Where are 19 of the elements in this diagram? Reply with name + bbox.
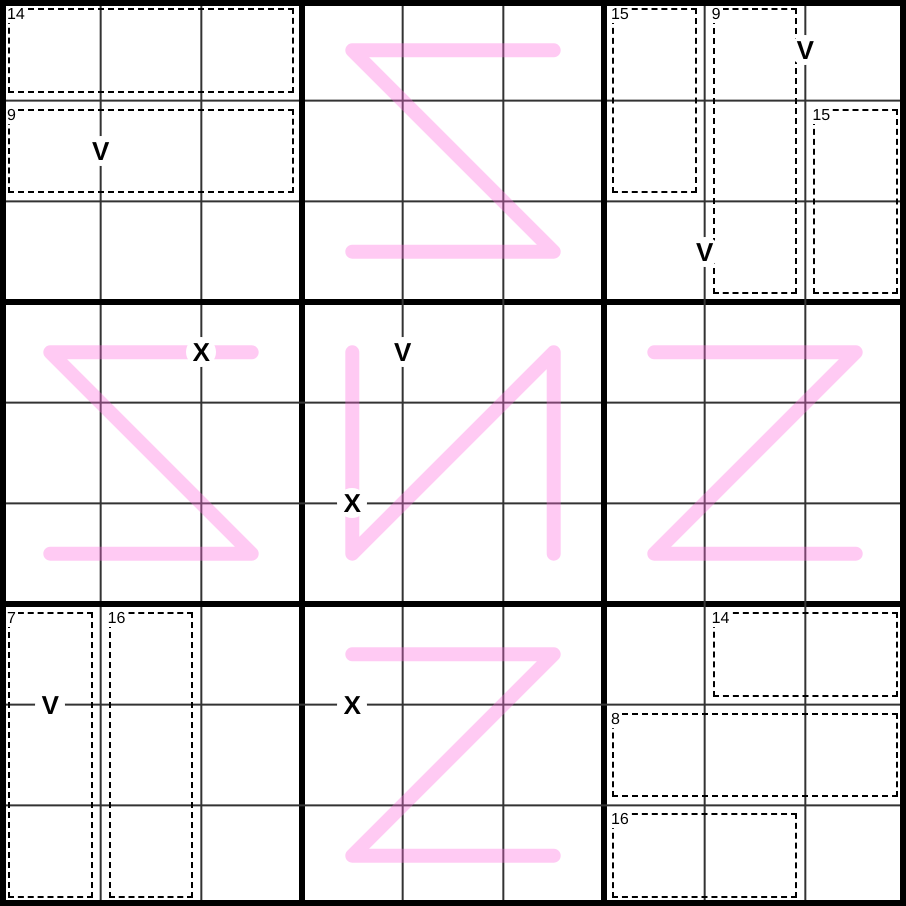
border-clue: X bbox=[186, 337, 216, 368]
cage-sum: 14 bbox=[7, 7, 27, 23]
border-clue: X bbox=[337, 488, 368, 518]
cage-sum: 9 bbox=[7, 108, 18, 124]
cage-sum: 8 bbox=[611, 712, 622, 728]
cage-outline bbox=[612, 813, 798, 898]
cage-outline bbox=[813, 108, 898, 294]
cage-sum: 9 bbox=[712, 7, 723, 23]
cage-outline bbox=[108, 612, 194, 898]
cage-sum: 16 bbox=[108, 611, 128, 627]
cage-outline bbox=[8, 8, 294, 93]
cage-sum: 7 bbox=[7, 611, 18, 627]
cage-outline bbox=[712, 612, 898, 697]
cage-outline bbox=[612, 712, 898, 798]
cage-sum: 16 bbox=[611, 812, 631, 828]
cage-sum: 15 bbox=[611, 7, 631, 23]
cage-sum: 15 bbox=[812, 108, 832, 124]
cage-sum: 14 bbox=[712, 611, 732, 627]
cage-outline bbox=[612, 8, 697, 194]
